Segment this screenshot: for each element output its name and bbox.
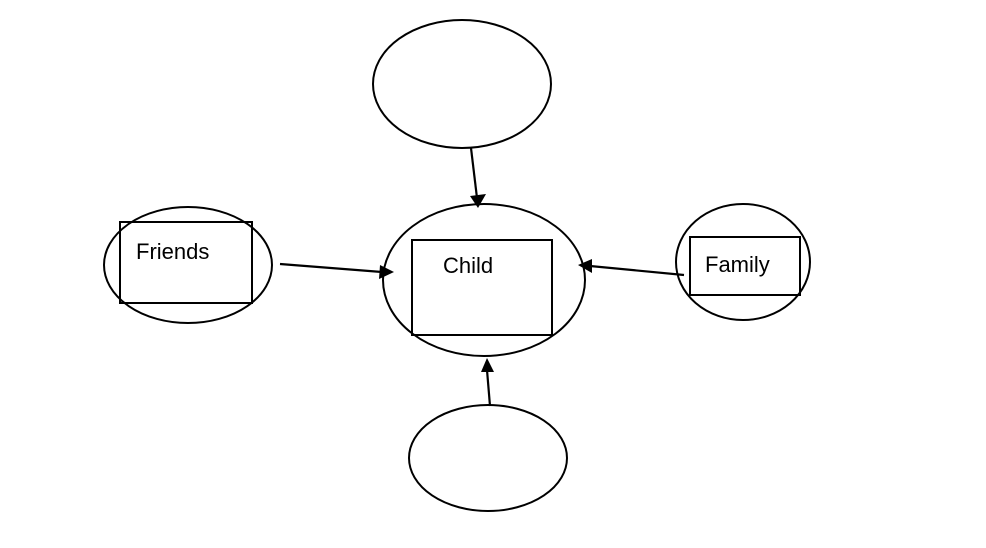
node-child-ellipse[interactable]	[382, 203, 586, 357]
edge-top-to-child[interactable]	[469, 147, 486, 208]
node-child-rect[interactable]	[411, 239, 553, 336]
node-child-label: Child	[443, 253, 493, 278]
edge-family-to-child-line	[589, 264, 685, 277]
node-family[interactable]: Family	[675, 203, 811, 321]
node-top-empty[interactable]	[372, 19, 552, 149]
node-family-label: Family	[705, 252, 770, 277]
edge-top-to-child-arrowhead	[470, 194, 486, 208]
node-friends-rect[interactable]	[119, 221, 253, 304]
node-bottom-ellipse[interactable]	[408, 404, 568, 512]
node-friends[interactable]: Friends	[103, 206, 273, 324]
node-bottom-empty[interactable]	[408, 404, 568, 512]
edge-friends-to-child-line	[279, 262, 383, 274]
edge-bottom-to-child-arrowhead	[481, 358, 494, 372]
node-top-ellipse[interactable]	[372, 19, 552, 149]
edge-friends-to-child-arrowhead	[379, 265, 394, 279]
edge-bottom-to-child[interactable]	[481, 358, 494, 407]
node-friends-label: Friends	[136, 239, 209, 264]
edge-top-to-child-line	[469, 147, 479, 199]
node-family-ellipse[interactable]	[675, 203, 811, 321]
node-child[interactable]: Child	[382, 203, 586, 357]
edge-family-to-child-arrowhead	[578, 259, 592, 273]
node-friends-ellipse[interactable]	[103, 206, 273, 324]
edge-friends-to-child[interactable]	[279, 262, 394, 279]
edge-bottom-to-child-line	[485, 369, 492, 407]
edge-family-to-child[interactable]	[578, 259, 685, 277]
node-family-rect[interactable]	[689, 236, 801, 296]
